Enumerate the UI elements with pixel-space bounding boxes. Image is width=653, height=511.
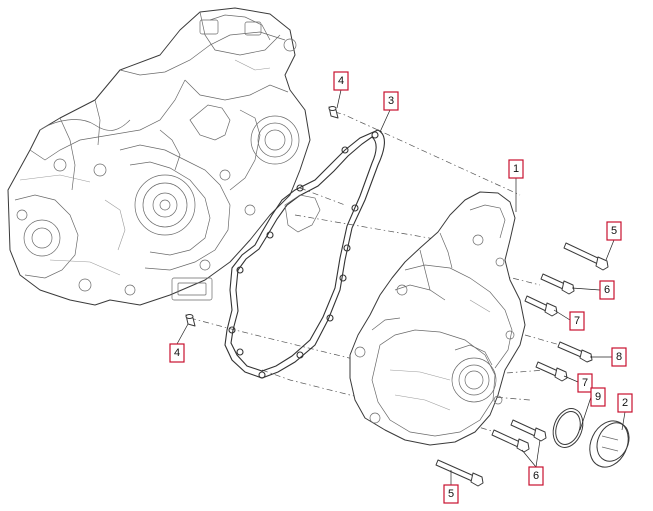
leader-lines (176, 89, 626, 485)
o-ring (552, 408, 584, 448)
callout-7-lower-label: 7 (582, 377, 588, 389)
callout-3-label: 3 (388, 95, 394, 107)
bolt-6-lower-a (510, 419, 547, 442)
cover-plug (589, 420, 630, 468)
bolt-long-upper (563, 242, 609, 271)
bolt-long-lower (435, 459, 484, 487)
callout-7-lower: 7 (577, 373, 593, 393)
callout-8-label: 8 (616, 351, 622, 363)
callout-6-upper-label: 6 (604, 284, 610, 296)
callout-4-upper: 4 (333, 71, 349, 91)
callout-4-lower-label: 4 (174, 347, 180, 359)
callout-2: 2 (617, 393, 633, 413)
bolt-6-lower-b (491, 429, 530, 453)
callout-7-upper: 7 (569, 311, 585, 331)
callout-5-lower: 5 (443, 484, 459, 504)
dowel-pin-upper (328, 106, 339, 119)
bolt-6-upper (540, 273, 575, 295)
callout-6-lower: 6 (528, 466, 544, 486)
bolt-7-upper (524, 295, 558, 317)
callout-2-label: 2 (622, 397, 628, 409)
callout-4-lower: 4 (169, 343, 185, 363)
bolt-8 (557, 341, 593, 363)
gasket (224, 129, 385, 379)
callout-3: 3 (383, 91, 399, 111)
callout-9-label: 9 (595, 391, 601, 403)
callout-1: 1 (508, 159, 524, 179)
bolt-7-lower (535, 361, 568, 382)
callout-4-upper-label: 4 (338, 75, 344, 87)
crankcase (7, 7, 311, 306)
callout-5-lower-label: 5 (448, 488, 454, 500)
callout-8: 8 (611, 347, 627, 367)
alignment-lines (189, 111, 561, 436)
callout-7-upper-label: 7 (574, 315, 580, 327)
callout-5-upper-label: 5 (611, 225, 617, 237)
engine-side-cover (349, 191, 526, 446)
callout-5-upper: 5 (606, 221, 622, 241)
callout-6-lower-label: 6 (533, 470, 539, 482)
callout-9: 9 (590, 387, 606, 407)
dowel-pin-lower (185, 314, 196, 327)
callout-6-upper: 6 (599, 280, 615, 300)
callout-1-label: 1 (513, 163, 519, 175)
